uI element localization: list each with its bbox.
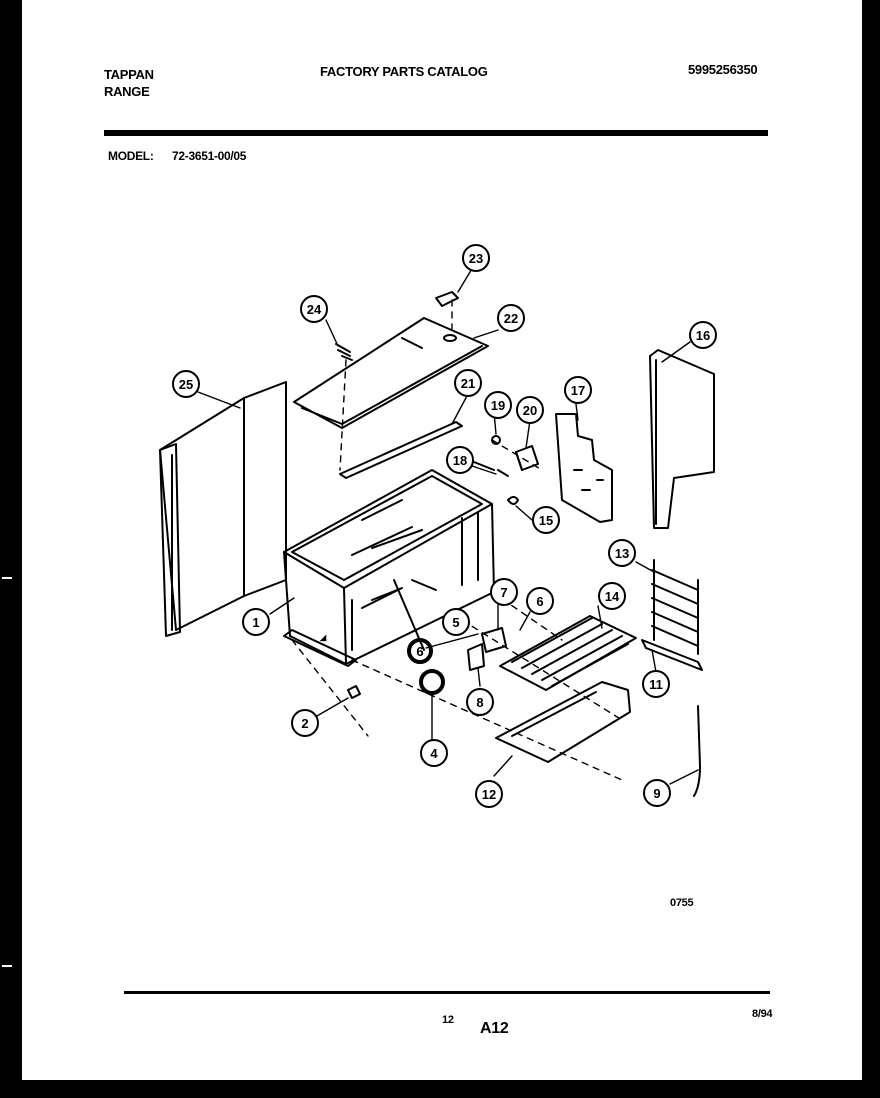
part-trim-strip: [339, 421, 463, 479]
svg-text:15: 15: [539, 513, 553, 528]
part-element-rings: [407, 638, 445, 695]
svg-text:13: 13: [615, 546, 629, 561]
part-8: [467, 643, 485, 671]
callout-6-ring: 6: [416, 644, 423, 659]
exploded-parts-diagram: ◢: [159, 244, 717, 808]
callout-11: 11: [642, 670, 670, 698]
svg-text:23: 23: [469, 251, 483, 266]
part-rail-11: [641, 639, 703, 671]
svg-text:◢: ◢: [319, 633, 327, 642]
model-label: MODEL:: [108, 149, 154, 163]
svg-text:9: 9: [653, 786, 660, 801]
svg-text:19: 19: [491, 398, 505, 413]
part-18-wire: [473, 461, 509, 477]
brand-name: TAPPAN: [104, 67, 154, 82]
part-oven-rack-14: [499, 615, 637, 691]
callout-2: 2: [291, 709, 319, 737]
footer-rule: [124, 991, 770, 994]
callout-20: 20: [516, 396, 544, 424]
svg-text:4: 4: [430, 746, 438, 761]
part-7: [481, 627, 507, 653]
svg-text:2: 2: [301, 716, 308, 731]
callout-24: 24: [300, 295, 328, 323]
svg-text:20: 20: [523, 403, 537, 418]
callout-21: 21: [454, 369, 482, 397]
product-type: RANGE: [104, 84, 150, 99]
page-code: A12: [480, 1020, 509, 1037]
svg-text:16: 16: [696, 328, 710, 343]
margin-mark-1: [2, 577, 12, 579]
catalog-title: FACTORY PARTS CATALOG: [320, 64, 488, 79]
svg-text:14: 14: [605, 589, 620, 604]
callout-15: 15: [532, 506, 560, 534]
callout-18: 18: [446, 446, 474, 474]
part-leveler-2: [347, 685, 361, 699]
part-bracket-17: [555, 413, 613, 523]
callout-25: 25: [172, 370, 200, 398]
svg-text:7: 7: [500, 585, 507, 600]
part-13: [651, 559, 699, 655]
part-side-panel: [159, 381, 287, 637]
part-15: [507, 496, 519, 505]
callout-6-right: 6: [526, 587, 554, 615]
svg-text:6: 6: [416, 644, 423, 659]
part-9: [693, 705, 701, 797]
callout-19: 19: [484, 391, 512, 419]
part-back-panel-16: [649, 349, 715, 529]
svg-text:5: 5: [452, 615, 459, 630]
callout-14: 14: [598, 582, 626, 610]
model-number: 72-3651-00/05: [172, 149, 247, 163]
part-23: [435, 291, 459, 307]
callout-8: 8: [466, 688, 494, 716]
callout-4: 4: [420, 739, 448, 767]
svg-text:11: 11: [649, 677, 663, 692]
part-drawer-12: [495, 681, 631, 763]
svg-text:8: 8: [476, 695, 483, 710]
callout-12: 12: [475, 780, 503, 808]
svg-text:17: 17: [571, 383, 585, 398]
callout-7: 7: [490, 578, 518, 606]
callout-leaders: [197, 261, 699, 785]
page-number: 12: [442, 1014, 454, 1026]
callout-1: 1: [242, 608, 270, 636]
svg-text:18: 18: [453, 453, 467, 468]
callout-23: 23: [462, 244, 490, 272]
header-rule: [104, 130, 768, 136]
svg-text:24: 24: [307, 302, 322, 317]
margin-mark-2: [2, 965, 12, 967]
svg-text:6: 6: [536, 594, 543, 609]
svg-text:21: 21: [461, 376, 475, 391]
callout-17: 17: [564, 376, 592, 404]
svg-text:12: 12: [482, 787, 496, 802]
callout-9: 9: [643, 779, 671, 807]
svg-text:25: 25: [179, 377, 193, 392]
callout-22: 22: [497, 304, 525, 332]
svg-text:22: 22: [504, 311, 518, 326]
parts-catalog-page: TAPPAN RANGE FACTORY PARTS CATALOG 59952…: [22, 0, 862, 1080]
callout-13: 13: [608, 539, 636, 567]
revision-date: 8/94: [752, 1008, 773, 1020]
part-cabinet-frame: ◢: [283, 469, 495, 667]
callout-16: 16: [689, 321, 717, 349]
drawing-code: 0755: [670, 897, 694, 909]
callout-5: 5: [442, 608, 470, 636]
catalog-number: 5995256350: [688, 62, 758, 77]
svg-text:1: 1: [252, 615, 259, 630]
